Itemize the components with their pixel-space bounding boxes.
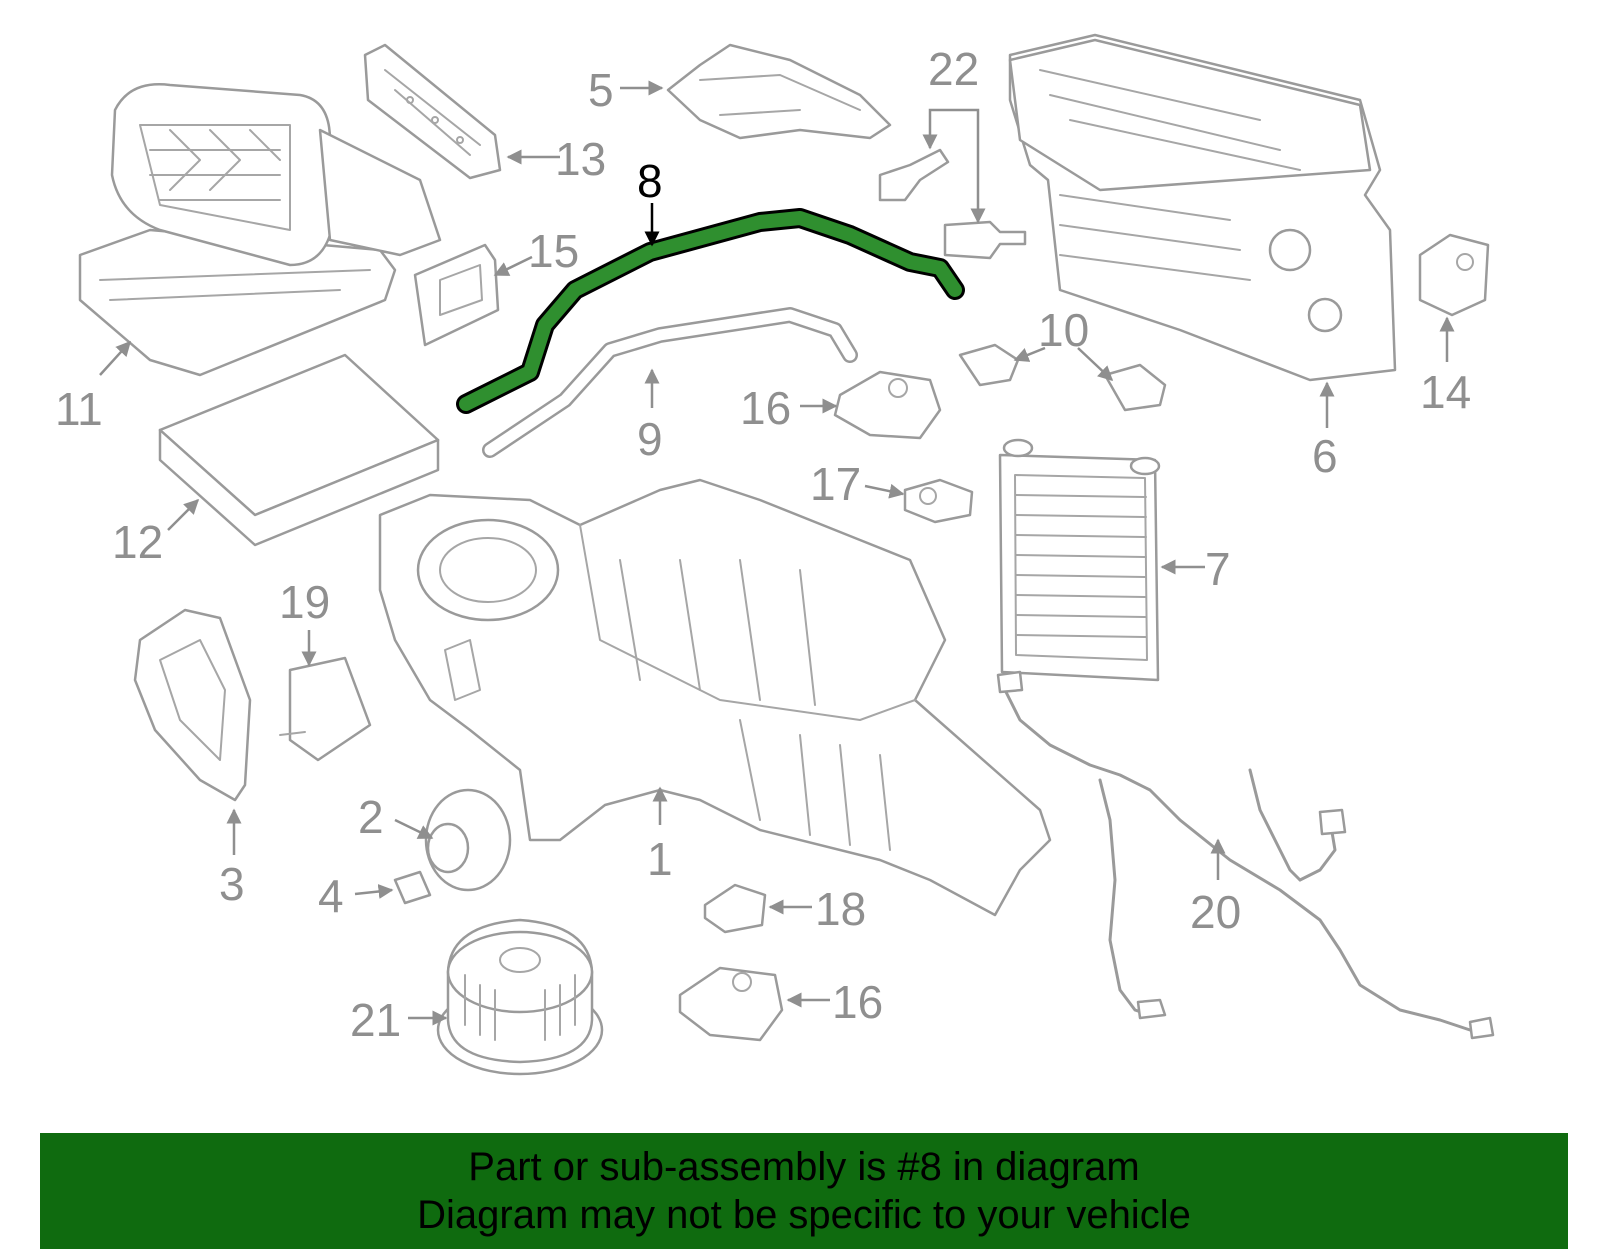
part-1-hvac-housing bbox=[378, 478, 1052, 917]
leader-lines bbox=[99, 80, 1455, 1026]
part-17-grommet bbox=[903, 478, 974, 524]
part-9-hose bbox=[482, 307, 858, 458]
part-21-blower-motor bbox=[436, 918, 604, 1076]
part-16-actuator-lower bbox=[678, 966, 784, 1042]
callout-6: 6 bbox=[1312, 430, 1338, 482]
part-12-filter bbox=[158, 353, 440, 547]
part-7-heater-core bbox=[998, 438, 1161, 682]
part-18-mount bbox=[703, 883, 767, 934]
part-3-cover bbox=[133, 608, 252, 802]
callout-1: 1 bbox=[647, 833, 673, 885]
part-2-wheel bbox=[424, 788, 512, 892]
part-11-blower-case bbox=[78, 83, 442, 377]
callout-4: 4 bbox=[318, 870, 344, 922]
part-4-bushing bbox=[393, 870, 432, 905]
callout-16-lower: 16 bbox=[832, 976, 883, 1028]
part-6-hvac-case bbox=[1008, 33, 1397, 382]
callout-19: 19 bbox=[279, 576, 330, 628]
callout-17: 17 bbox=[810, 458, 861, 510]
callout-16-upper: 16 bbox=[740, 382, 791, 434]
callout-18: 18 bbox=[815, 883, 866, 935]
part-20-harness bbox=[996, 670, 1495, 1040]
part-14-actuator bbox=[1418, 233, 1490, 317]
callout-20: 20 bbox=[1190, 886, 1241, 938]
part-22-sensors bbox=[878, 148, 1027, 260]
callout-14: 14 bbox=[1420, 366, 1471, 418]
callout-9: 9 bbox=[637, 413, 663, 465]
callout-8: 8 bbox=[637, 155, 663, 207]
callout-22: 22 bbox=[928, 43, 979, 95]
part-19-valve bbox=[279, 656, 372, 762]
part-5-duct bbox=[666, 43, 892, 140]
callout-11: 11 bbox=[55, 383, 103, 435]
callout-15: 15 bbox=[528, 225, 579, 277]
callout-12: 12 bbox=[112, 516, 163, 568]
banner-line-1: Part or sub-assembly is #8 in diagram bbox=[468, 1145, 1140, 1189]
callout-7: 7 bbox=[1205, 543, 1231, 595]
callout-5: 5 bbox=[588, 64, 614, 116]
callout-labels: 5 13 8 22 15 11 9 10 16 6 14 17 12 7 19 … bbox=[55, 43, 1471, 1046]
callout-2: 2 bbox=[358, 791, 384, 843]
info-banner: Part or sub-assembly is #8 in diagram Di… bbox=[40, 1133, 1568, 1249]
part-10-clips bbox=[958, 343, 1167, 412]
part-8-drain-hose bbox=[456, 208, 965, 414]
part-16-actuator-upper bbox=[833, 370, 942, 440]
callout-3: 3 bbox=[219, 858, 245, 910]
part-13-bracket bbox=[363, 43, 502, 180]
part-15-door bbox=[413, 243, 500, 347]
callout-21: 21 bbox=[350, 994, 401, 1046]
callout-13: 13 bbox=[555, 133, 606, 185]
callout-10: 10 bbox=[1038, 304, 1089, 356]
banner-line-2: Diagram may not be specific to your vehi… bbox=[417, 1193, 1191, 1237]
